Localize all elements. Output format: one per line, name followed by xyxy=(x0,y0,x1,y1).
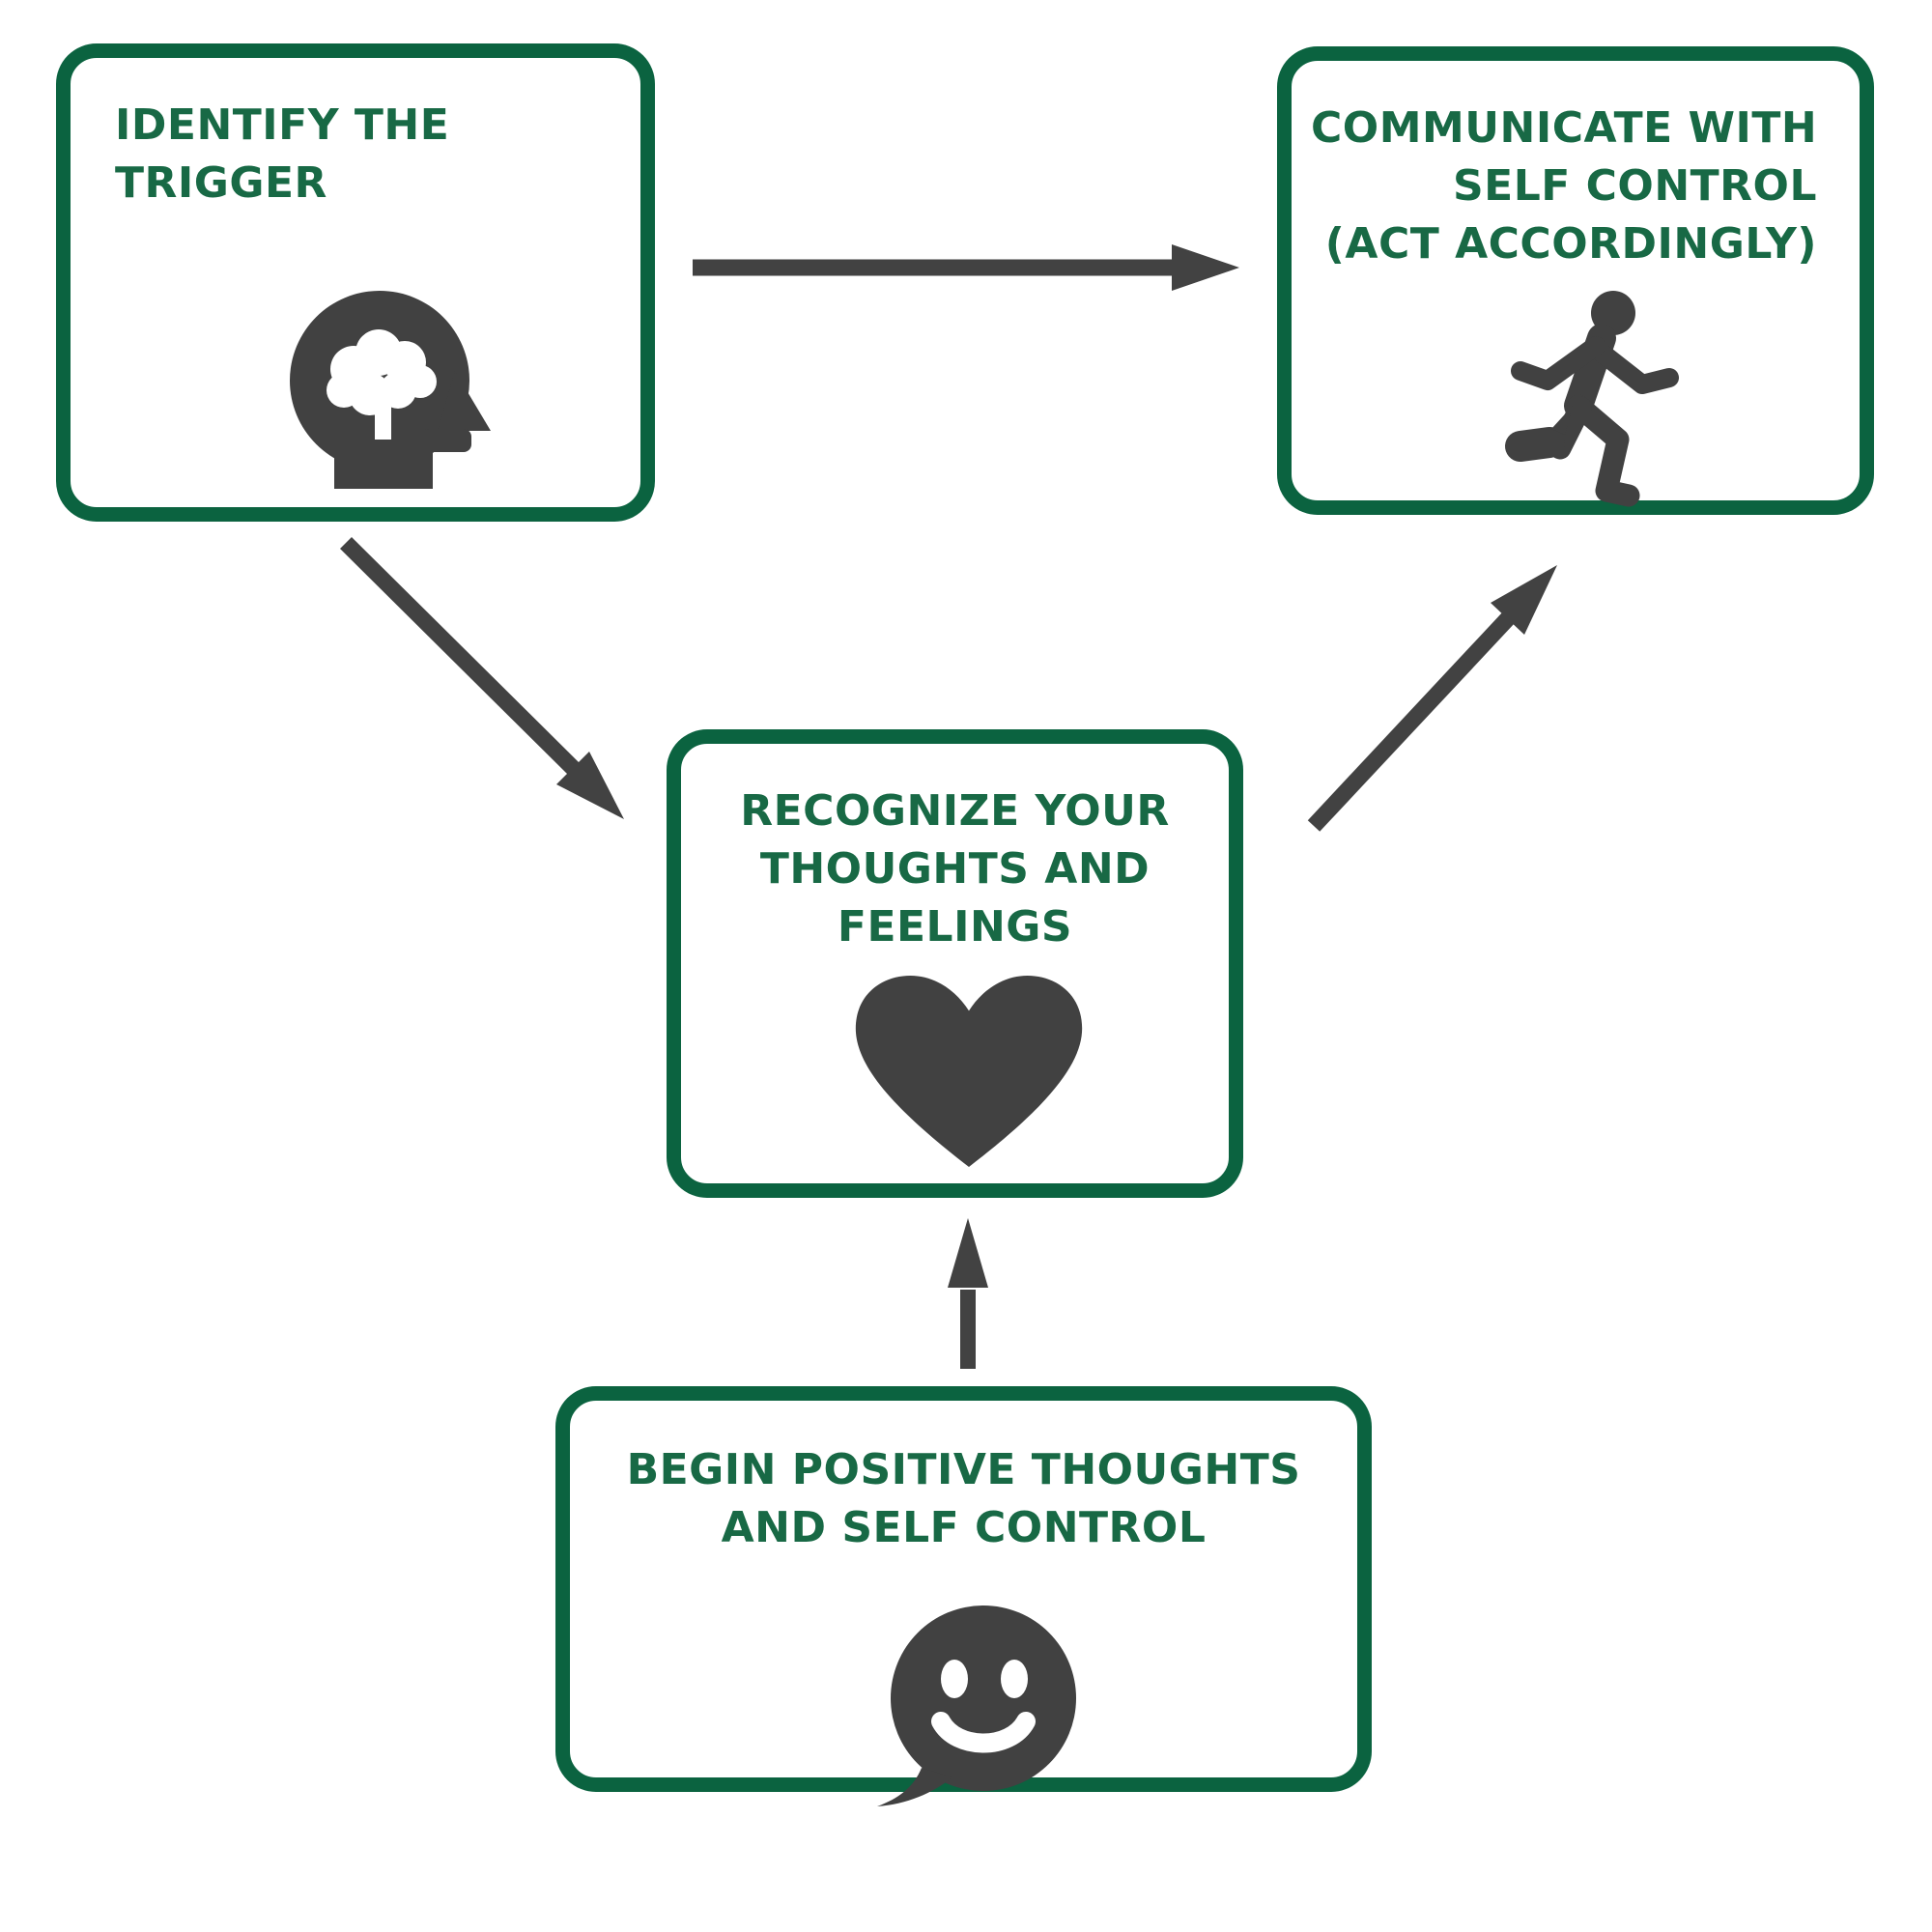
node-title-line: COMMUNICATE WITH xyxy=(1311,103,1818,153)
node-title-line: RECOGNIZE YOUR xyxy=(740,786,1170,836)
node-title: BEGIN POSITIVE THOUGHTS AND SELF CONTROL xyxy=(570,1401,1357,1557)
node-title: RECOGNIZE YOUR THOUGHTS AND FEELINGS xyxy=(681,744,1229,956)
node-title-line: FEELINGS xyxy=(837,902,1073,952)
node-title-line: BEGIN POSITIVE THOUGHTS xyxy=(626,1445,1301,1494)
heart-icon xyxy=(855,976,1083,1167)
node-identify-trigger: IDENTIFY THE TRIGGER xyxy=(56,43,655,522)
node-title: IDENTIFY THE TRIGGER xyxy=(71,58,640,213)
node-title-line: SELF CONTROL xyxy=(1452,161,1817,211)
node-begin-positive-thoughts: BEGIN POSITIVE THOUGHTS AND SELF CONTROL xyxy=(555,1386,1372,1806)
node-title-line: AND SELF CONTROL xyxy=(721,1503,1207,1552)
arrow-begin-to-recognize xyxy=(948,1218,988,1369)
arrow-recognize-to-communicate xyxy=(1307,565,1557,832)
node-title-line: TRIGGER xyxy=(115,158,327,208)
node-title-line: (ACT ACCORDINGLY) xyxy=(1324,219,1817,269)
brain-shape xyxy=(327,329,437,440)
head-with-brain-icon xyxy=(290,291,491,489)
node-title-line: THOUGHTS AND xyxy=(759,844,1151,894)
arrow-identify-to-recognize xyxy=(340,536,624,819)
node-communicate-self-control: COMMUNICATE WITH SELF CONTROL (ACT ACCOR… xyxy=(1277,46,1874,515)
node-title-line: IDENTIFY THE xyxy=(115,100,450,150)
arrow-identify-to-communicate xyxy=(693,244,1239,291)
running-person-icon xyxy=(1505,291,1679,507)
smiley-speech-bubble-icon xyxy=(877,1605,1076,1806)
node-recognize-thoughts-feelings: RECOGNIZE YOUR THOUGHTS AND FEELINGS xyxy=(667,729,1243,1198)
node-title: COMMUNICATE WITH SELF CONTROL (ACT ACCOR… xyxy=(1292,61,1860,273)
